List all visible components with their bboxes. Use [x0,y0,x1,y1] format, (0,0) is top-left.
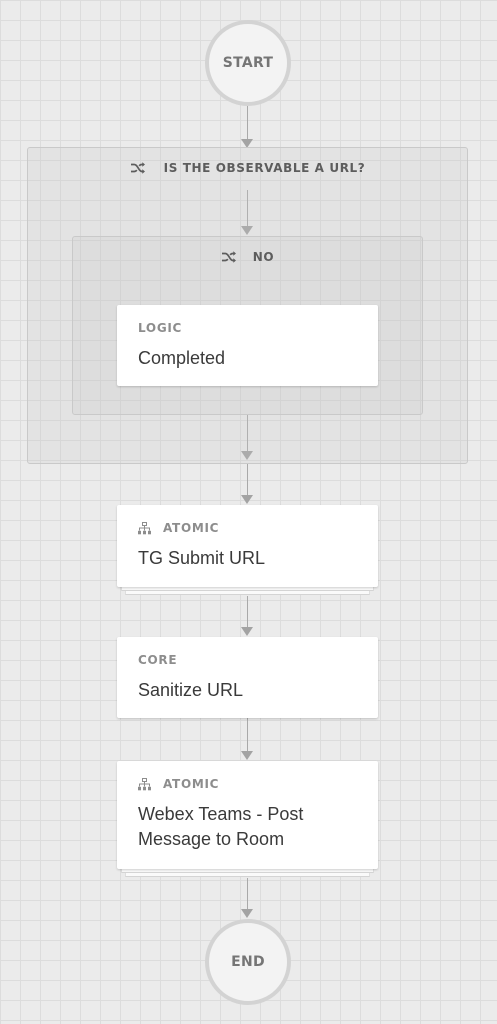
card-category: CORE [138,653,357,667]
arrow-head [241,451,253,460]
card-title: Webex Teams - Post Message to Room [138,804,304,849]
card-title: TG Submit URL [138,548,266,568]
card-stack-shadow [125,591,370,595]
card-category-label: ATOMIC [163,521,220,535]
branch-group-header: NO [73,250,422,264]
card-title: Completed [138,348,226,368]
action-card-logic-completed[interactable]: LOGIC Completed [117,305,378,386]
connector-sanitize-to-webex [247,718,248,752]
start-label: START [222,55,274,71]
shuffle-icon [130,162,145,174]
end-label: END [231,954,265,970]
connector-no-to-end-of-group [247,415,248,452]
card-category-label: LOGIC [138,321,183,335]
end-node[interactable]: END [205,919,291,1005]
condition-group-header: IS THE OBSERVABLE A URL? [28,161,467,175]
connector-group-to-tg-submit [247,464,248,496]
connector-webex-to-end [247,878,248,910]
card-category-label: CORE [138,653,178,667]
arrow-head [241,751,253,760]
action-card-sanitize-url[interactable]: CORE Sanitize URL [117,637,378,718]
arrow-head [241,139,253,148]
card-category-label: ATOMIC [163,777,220,791]
card-stack-shadow [125,873,370,877]
card-title: Sanitize URL [138,680,244,700]
card-stack-shadow [121,587,374,591]
card-category: ATOMIC [138,521,357,535]
arrow-head [241,909,253,918]
action-card-tg-submit-url[interactable]: ATOMIC TG Submit URL [117,505,378,587]
card-category: LOGIC [138,321,357,335]
sitemap-icon [138,521,151,534]
card-stack-shadow [121,869,374,873]
arrow-head [241,226,253,235]
arrow-head [241,495,253,504]
branch-group-label: NO [252,250,275,264]
card-category: ATOMIC [138,777,357,791]
connector-condition-to-no [247,190,248,227]
arrow-head [241,627,253,636]
shuffle-icon [221,251,236,263]
action-card-webex-teams-post-message[interactable]: ATOMIC Webex Teams - Post Message to Roo… [117,761,378,869]
condition-group-label: IS THE OBSERVABLE A URL? [163,161,366,175]
sitemap-icon [138,777,151,790]
start-node[interactable]: START [205,20,291,106]
connector-start-to-condition [247,106,248,140]
connector-tg-submit-to-sanitize [247,596,248,628]
